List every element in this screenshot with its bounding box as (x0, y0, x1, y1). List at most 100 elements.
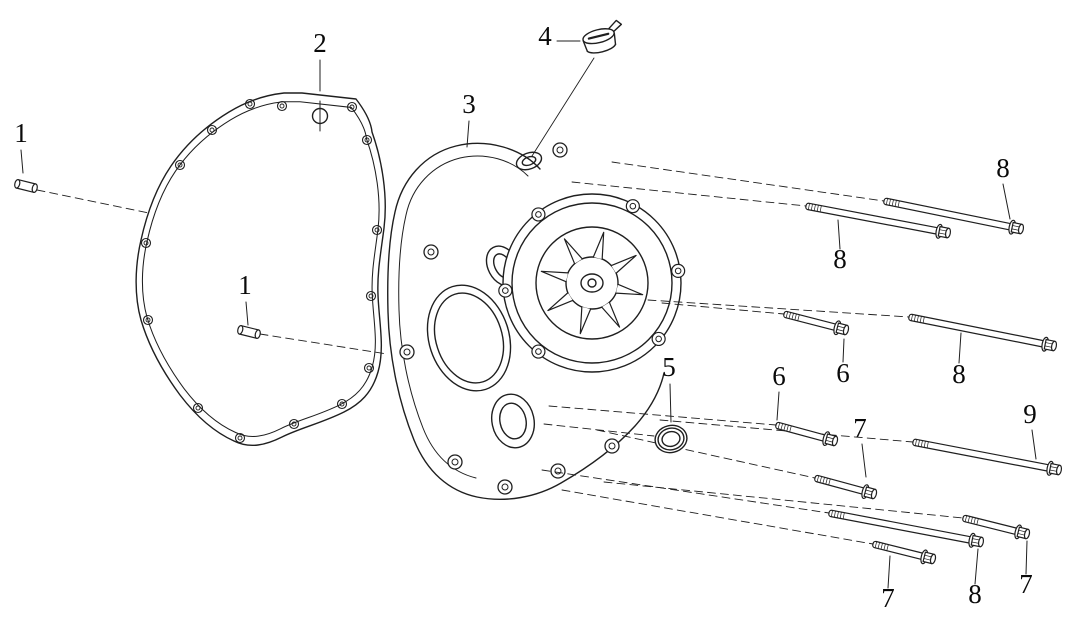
gasket-hole (363, 362, 375, 374)
bolt-thread (788, 312, 791, 319)
callout-6: 6 (836, 358, 850, 388)
cover-ear-hole (403, 348, 411, 356)
cover-ear-hole (501, 483, 509, 491)
bolt-head-end (944, 227, 952, 239)
pin-end (254, 329, 261, 339)
axis-line (259, 333, 388, 355)
bezel-rib (615, 283, 644, 296)
flange-bolt-8 (805, 202, 952, 239)
bolt-thread (831, 510, 833, 517)
bolt-thread (926, 441, 929, 449)
cover-ear (497, 479, 513, 495)
callout-leader-5 (669, 383, 672, 423)
axis-line (647, 299, 910, 318)
cover-bezel-ring (511, 202, 673, 364)
flange-bolt-7 (814, 474, 878, 500)
cover-ear (550, 463, 566, 479)
construction-line (531, 57, 595, 157)
cover-filler-neck-outer (515, 151, 543, 171)
bolt-head-end (1023, 528, 1031, 540)
rim-boss (531, 207, 546, 222)
bolt-shaft (783, 310, 839, 331)
callout-leader-8 (1002, 183, 1011, 220)
bolt-thread (822, 477, 825, 484)
cover-bezel-rim (502, 193, 682, 373)
axis-line (541, 469, 830, 514)
oil-seal-ring (654, 424, 688, 454)
callout-leader-7 (887, 555, 891, 589)
bezel-rib (601, 301, 621, 328)
gasket-hole-bore (195, 405, 201, 411)
assembly-solid-lines (531, 57, 595, 157)
callout-leader-1 (20, 149, 24, 174)
callout-leader-8 (974, 548, 979, 585)
axis-line (548, 405, 777, 426)
bolt-thread (791, 312, 794, 320)
cover-interior-opening-inner (433, 292, 505, 384)
gasket-hole-bore (366, 365, 372, 371)
cover-radial-ribs (540, 231, 644, 335)
gasket-hole-bore (374, 227, 380, 233)
rim-boss-hole (535, 348, 542, 355)
bolt-thread (967, 516, 970, 523)
bolt-thread (877, 542, 880, 549)
axis-line (543, 423, 655, 437)
bolt-thread (922, 316, 925, 324)
gasket-hole (336, 398, 348, 410)
callout-leader-6 (776, 391, 780, 421)
callout-leader-3 (466, 120, 470, 148)
flange-bolt-6 (775, 421, 839, 447)
gasket-hole (288, 418, 300, 430)
callout-leader-1 (245, 301, 249, 326)
bolt-shaft (872, 540, 926, 560)
bolt-thread (842, 512, 845, 520)
cap-slot (587, 32, 610, 40)
cover-rim-bolt-bosses (498, 199, 686, 359)
bolt-thread (783, 424, 786, 431)
bolt-shaft (775, 421, 828, 442)
callout-leader-6 (842, 338, 845, 363)
cover-hub-center (580, 273, 604, 293)
callout-leader-7 (1025, 540, 1028, 575)
bolt-thread (973, 517, 976, 525)
bolt-shaft (908, 313, 1046, 348)
cover-ear-hole (427, 248, 435, 256)
callout-8: 8 (952, 359, 966, 389)
callout-4: 4 (538, 21, 552, 51)
pin-end (237, 325, 244, 335)
oil-filler-cap (582, 19, 623, 54)
gasket-hole-bore (339, 401, 345, 407)
cover-ear-hole (451, 458, 459, 466)
cover-ear (399, 344, 415, 360)
bolt-head-end (870, 488, 878, 500)
rim-boss-hole (535, 211, 542, 218)
bolt-thread (917, 439, 920, 447)
cap-tab (608, 19, 623, 33)
pin-end (31, 183, 38, 193)
cover-body-outline (387, 142, 665, 500)
bolt-thread (964, 515, 968, 523)
rim-boss-hole (629, 202, 637, 210)
cover-seal-seat-outer (491, 393, 535, 449)
bolt-head-end (1055, 464, 1063, 476)
callout-9: 9 (1023, 399, 1037, 429)
bolt-thread (888, 198, 891, 206)
callout-7: 7 (1019, 569, 1033, 599)
callout-1: 1 (14, 118, 28, 148)
gasket-hole (361, 134, 373, 146)
cover-ear (604, 438, 620, 454)
gasket-bolt-holes (140, 98, 383, 444)
bezel-rib (547, 292, 574, 312)
bolt-thread (923, 440, 926, 448)
assembly-axes (36, 161, 964, 545)
cover-hub-circle (565, 256, 619, 310)
fastener-bolts (775, 197, 1063, 565)
callout-3: 3 (462, 89, 476, 119)
cover-ear-hole (554, 467, 562, 475)
seal-outer (654, 424, 688, 454)
cover-ear-hole (608, 442, 616, 450)
gasket-hole-bore (143, 240, 149, 246)
bezel-rib (592, 231, 605, 260)
